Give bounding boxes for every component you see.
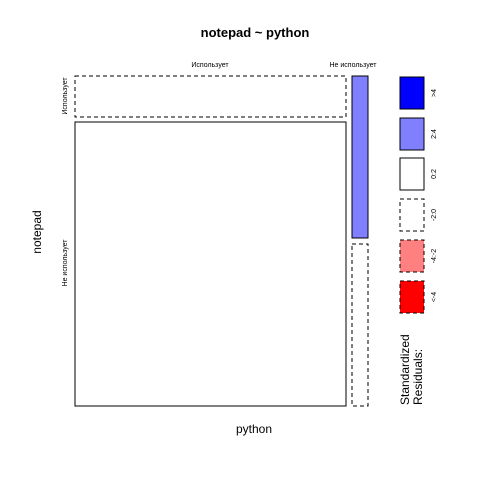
- tile-used-not-used: [74, 121, 347, 407]
- legend-label-2-4: 2:4: [431, 129, 438, 139]
- legend-label-gt4: >4: [431, 89, 438, 97]
- legend-swatch-neg2-0: [399, 198, 425, 232]
- legend-label-0-2: 0:2: [431, 169, 438, 179]
- legend-swatch-gt4: [399, 76, 425, 110]
- legend-swatch-lt-neg4: [399, 280, 425, 314]
- x-category-label-not-used: Не использует: [330, 62, 378, 69]
- y-category-label-not-used: Не использует: [62, 239, 69, 287]
- legend: >4 2:4 0:2 -2:0 -4:-2 <-4 Standardized R…: [398, 76, 438, 405]
- x-axis-label: python: [236, 422, 272, 436]
- tile-not-used-not-used: [351, 243, 369, 407]
- chart-title: notepad ~ python: [201, 25, 310, 40]
- tile-used-used: [74, 75, 347, 118]
- legend-label-neg2-0: -2:0: [431, 209, 438, 221]
- legend-swatch-2-4: [399, 117, 425, 151]
- x-category-label-used: Использует: [191, 62, 229, 69]
- y-axis-label: notepad: [30, 210, 44, 253]
- legend-label-neg4-neg2: -4:-2: [431, 249, 438, 264]
- legend-label-lt-neg4: <-4: [431, 292, 438, 302]
- tile-not-used-used: [351, 75, 369, 239]
- legend-swatch-0-2: [399, 157, 425, 191]
- y-category-label-used: Использует: [62, 77, 69, 115]
- legend-swatch-neg4-neg2: [399, 239, 425, 273]
- legend-title-line1: Standardized: [398, 334, 412, 405]
- legend-title-line2: Residuals:: [411, 349, 425, 405]
